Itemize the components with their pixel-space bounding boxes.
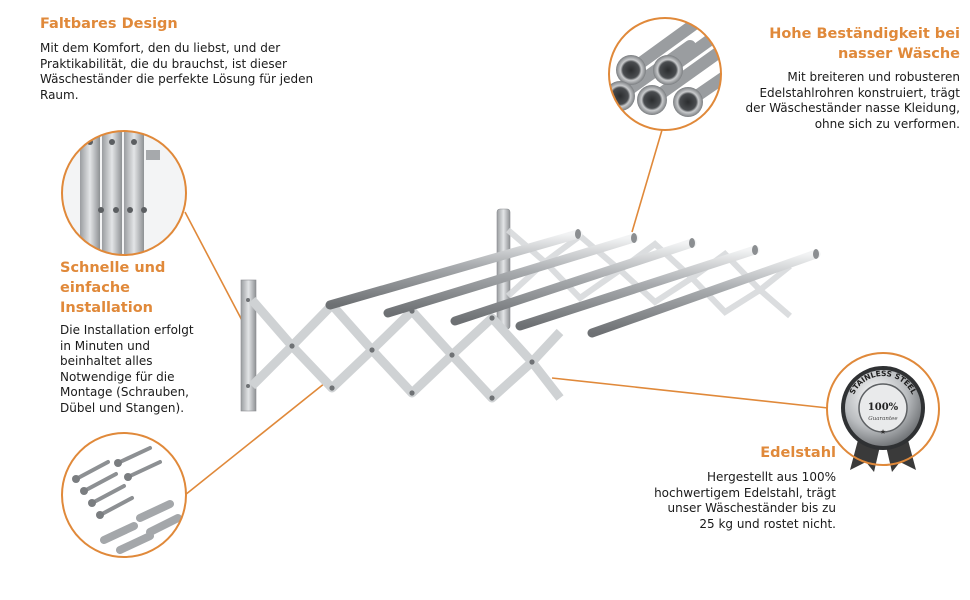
callout-connectors: [184, 129, 829, 496]
feature-durability-heading: Hohe Beständigkeit bei nasser Wäsche: [769, 26, 960, 62]
stainless-steel-badge: STAINLESS STEEL 100% Guarantee ★: [826, 352, 940, 472]
pipes-callout-image: [608, 17, 722, 131]
feature-installation-body: Die Installation erfolgt in Minuten und …: [60, 323, 194, 415]
feature-foldable-heading: Faltbares Design: [40, 16, 178, 32]
screws-callout-image: [61, 432, 187, 558]
star-icon: ★: [880, 428, 886, 436]
drying-rack: [240, 208, 821, 412]
feature-steel-heading: Edelstahl: [760, 445, 836, 461]
feature-foldable-body: Mit dem Komfort, den du liebst, und der …: [40, 41, 314, 102]
feature-durability-body: Mit breiteren und robusteren Edelstahlro…: [745, 70, 960, 131]
badge-sub-text: Guarantee: [868, 416, 898, 422]
bracket-callout-image: [61, 130, 187, 256]
feature-steel-body: Hergestellt aus 100% hochwertigem Edelst…: [654, 470, 836, 531]
feature-installation-heading: Schnelle und einfache Installation: [60, 260, 166, 316]
badge-center-text: 100%: [868, 402, 899, 413]
